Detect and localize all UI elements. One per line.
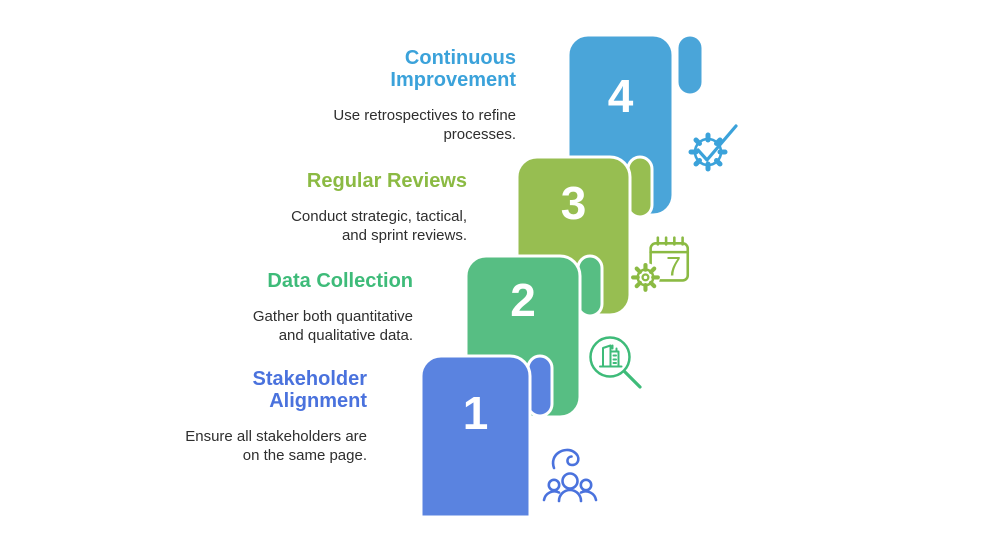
- step-4-text-block: Continuous Improvement Use retrospective…: [333, 47, 516, 144]
- step-4-title: Continuous Improvement: [390, 47, 516, 91]
- step-2-number: 2: [510, 274, 536, 326]
- step-1-text-block: Stakeholder Alignment Ensure all stakeho…: [185, 368, 367, 465]
- ribbon-2-curl: [576, 254, 604, 318]
- step-2-text-block: Data Collection Gather both quantitative…: [253, 270, 413, 345]
- step-1-description: Ensure all stakeholders are on the same …: [185, 428, 367, 464]
- ribbon-1-curl: [526, 354, 554, 418]
- step-3-description: Conduct strategic, tactical, and sprint …: [291, 208, 467, 244]
- step-4-description: Use retrospectives to refine processes.: [333, 107, 516, 143]
- calendar-gear-icon: 7: [630, 234, 696, 296]
- step-2-description: Gather both quantitative and qualitative…: [252, 308, 413, 344]
- ribbon-4-roll-tab: [675, 33, 705, 97]
- step-1-number: 1: [462, 387, 489, 439]
- step-3-title: Regular Reviews: [306, 170, 467, 192]
- step-1-title: Stakeholder Alignment: [252, 368, 367, 412]
- step-4-number: 4: [607, 70, 634, 122]
- gear-check-icon: [684, 116, 746, 180]
- step-3-text-block: Regular Reviews Conduct strategic, tacti…: [291, 170, 467, 245]
- ribbon-3-curl: [626, 155, 654, 219]
- ribbon-1-body: [419, 354, 532, 519]
- step-3-number: 3: [560, 177, 587, 229]
- step-2-title: Data Collection: [267, 270, 413, 292]
- magnifier-document-icon: [583, 332, 649, 394]
- team-icon: [541, 444, 599, 504]
- calendar-day-number: 7: [666, 251, 681, 281]
